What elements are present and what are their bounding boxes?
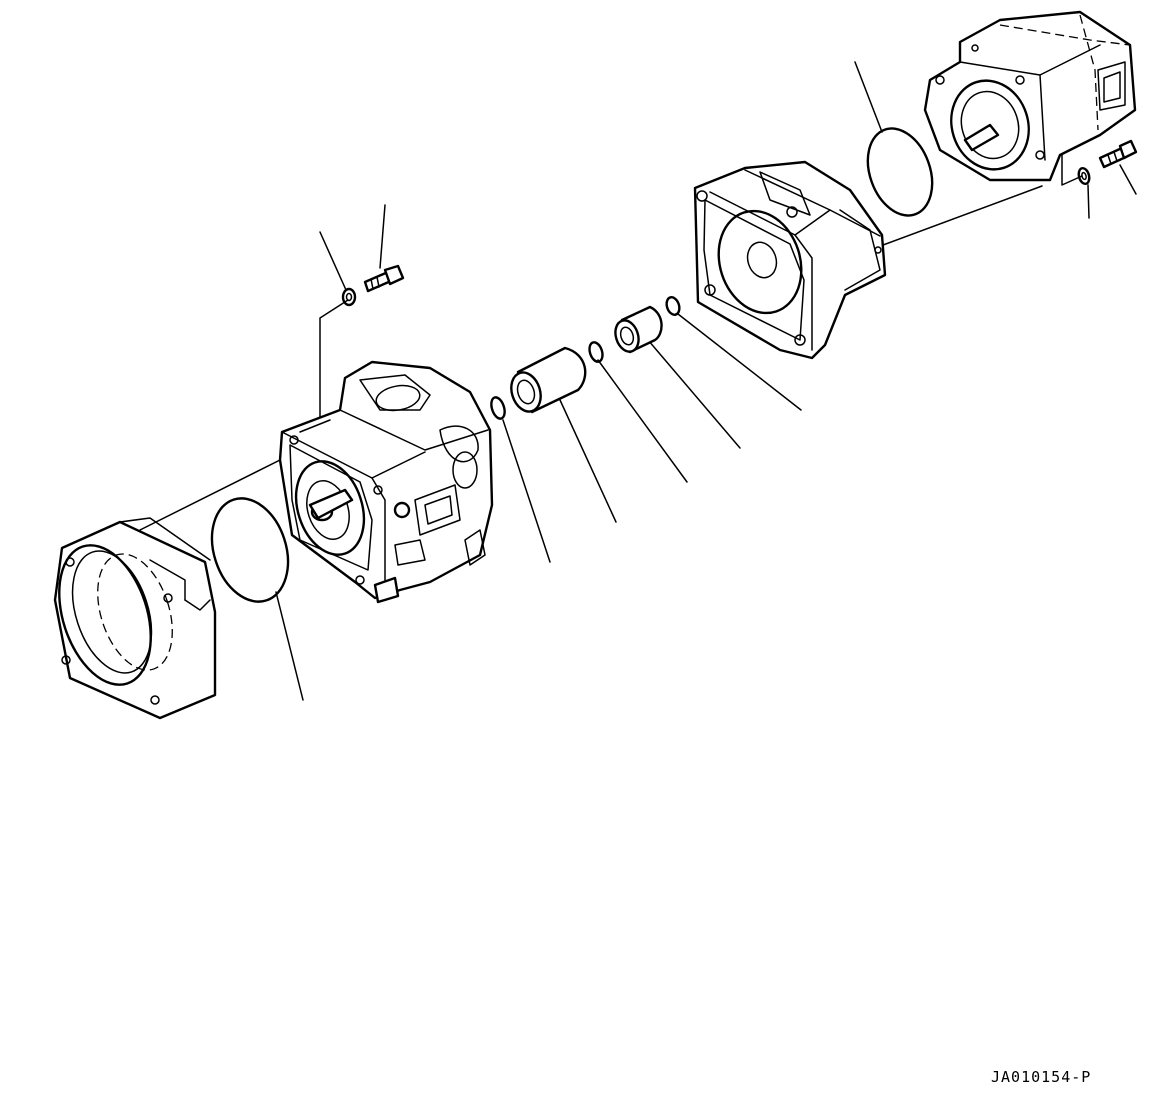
- leader-long-sleeve: [559, 399, 617, 523]
- leader-right-bolt: [1119, 164, 1137, 195]
- long-sleeve: [510, 346, 587, 414]
- main-pump-body: [278, 360, 494, 604]
- upper-washer: [341, 287, 357, 307]
- leader-lines: [275, 61, 1137, 701]
- leader-large-oring-right: [854, 61, 883, 133]
- leader-small-oring-1: [502, 419, 551, 563]
- short-sleeve: [614, 305, 663, 354]
- small-oring-3: [665, 296, 681, 316]
- leader-upper-bolt: [379, 204, 386, 269]
- assembly-axis-lines: [139, 149, 1083, 531]
- upper-bolt: [363, 264, 405, 293]
- right-bolt: [1098, 139, 1138, 169]
- small-oring-1: [490, 396, 506, 420]
- rear-gear-pump: [923, 10, 1137, 182]
- leader-small-oring-2: [597, 359, 688, 483]
- leader-right-washer: [1087, 184, 1090, 219]
- right-flange-housing: [693, 160, 887, 360]
- leader-large-oring-left: [275, 591, 304, 701]
- large-oring-left: [210, 497, 290, 603]
- leader-small-oring-3: [677, 313, 802, 411]
- left-adapter-housing: [53, 517, 217, 720]
- leader-upper-washer: [319, 231, 347, 291]
- drawing-reference-code: JA010154-P: [991, 1068, 1092, 1086]
- leader-short-sleeve: [647, 339, 741, 449]
- large-oring-right: [866, 127, 934, 217]
- small-oring-2: [588, 341, 604, 363]
- right-washer: [1077, 166, 1091, 186]
